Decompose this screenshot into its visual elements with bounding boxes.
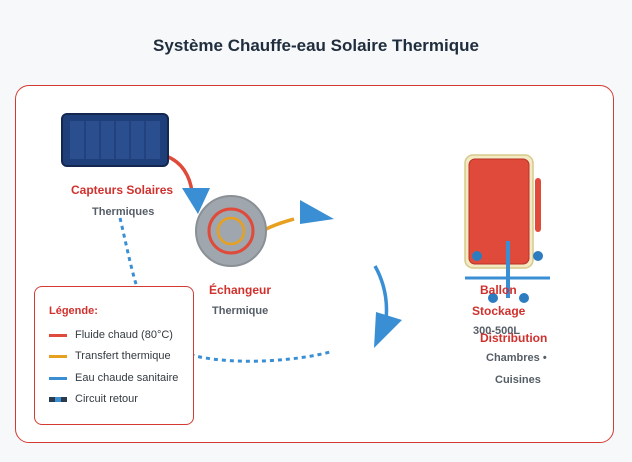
exchanger-subtitle: Thermique [212,305,269,317]
distribution-pipe-icon [465,241,550,303]
legend-item-return-circuit: Circuit retour [49,392,138,406]
thermal-transfer-pipe [263,217,295,232]
legend-title: Légende: [49,305,98,317]
collectors-subtitle: Thermiques [92,206,155,218]
solar-panel-icon [61,113,169,167]
exchanger-title: Échangeur [209,283,272,297]
legend-label: Transfert thermique [75,350,171,362]
legend-item-thermal-transfer: Transfert thermique [49,349,171,363]
legend-item-sanitary-water: Eau chaude sanitaire [49,371,178,385]
tank-capacity: 300-500L [473,325,521,337]
distribution-subtitle-line2: Cuisines [495,374,541,386]
water-tank-icon [464,154,541,269]
sanitary-water-arrow [374,312,402,348]
sanitary-water-pipe [373,265,389,321]
thermal-transfer-swatch [49,354,67,358]
legend-box: Légende: Fluide chaud (80°C) Transfert t… [34,286,194,425]
return-circuit-swatch [49,396,67,402]
legend-label: Circuit retour [75,393,138,405]
legend-label: Eau chaude sanitaire [75,372,179,384]
heat-exchanger-icon [195,195,267,267]
sanitary-water-swatch [49,376,67,380]
legend-item-hot-fluid: Fluide chaud (80°C) [49,328,173,342]
collectors-title: Capteurs Solaires [71,183,174,197]
hot-fluid-swatch [49,333,67,337]
distribution-subtitle: Chambres • [486,352,547,364]
distribution-title: Distribution [480,331,548,345]
thermal-transfer-arrow [300,200,334,224]
tank-title: Ballon [480,283,517,297]
legend-label: Fluide chaud (80°C) [75,329,173,341]
tank-title-line2: Stockage [472,304,526,318]
hot-fluid-arrow [182,188,210,214]
diagram-title: Système Chauffe-eau Solaire Thermique [153,36,479,55]
